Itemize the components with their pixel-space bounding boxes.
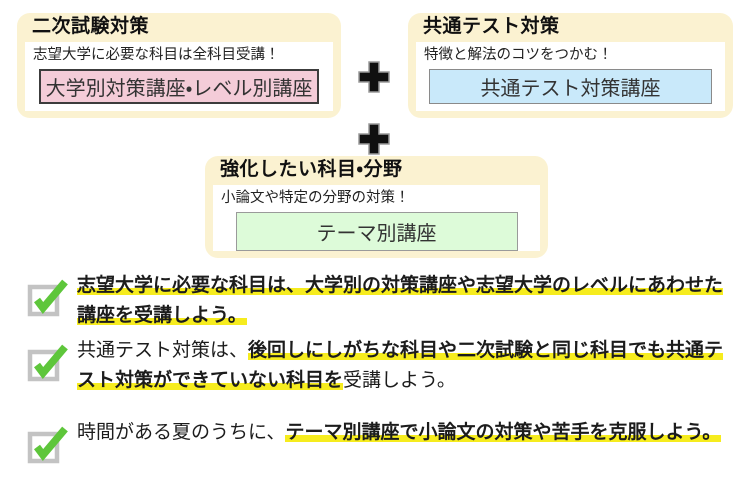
- checkbox-check-icon: [27, 426, 68, 464]
- course-box-theme-betsu: テーマ別講座: [235, 212, 518, 251]
- plus-icon: [358, 61, 390, 93]
- course-box-daigakubetsu: 大学別対策講座・レベル別講座: [39, 69, 319, 104]
- panel-subtitle: 志望大学に必要な科目は全科目受講！: [33, 47, 280, 63]
- text-plain: 時間がある夏のうちに、: [77, 422, 286, 443]
- checklist-text: 時間がある夏のうちに、テーマ別講座で小論文の対策や苦手を克服しよう。: [77, 418, 739, 448]
- panel-title: 二次試験対策: [32, 16, 150, 37]
- panel-niji-taisaku: 二次試験対策 志望大学に必要な科目は全科目受講！ 大学別対策講座・レベル別講座: [17, 13, 341, 118]
- text-plain: 受講しよう。: [343, 370, 456, 391]
- checkbox-check-icon: [27, 279, 68, 317]
- panel-subtitle: 小論文や特定の分野の対策！: [221, 190, 410, 206]
- course-box-kyotsu-test: 共通テスト対策講座: [429, 69, 712, 104]
- checklist-text: 志望大学に必要な科目は、大学別の対策講座や志望大学のレベルにあわせた講座を受講し…: [77, 271, 739, 331]
- checkbox-check-icon: [27, 344, 68, 382]
- panel-subtitle: 特徴と解法のコツをつかむ！: [424, 47, 613, 63]
- checklist-item: 志望大学に必要な科目は、大学別の対策講座や志望大学のレベルにあわせた講座を受講し…: [26, 271, 742, 331]
- plus-icon: [358, 123, 390, 155]
- checklist-item: 共通テスト対策は、後回しにしがちな科目や二次試験と同じ科目でも共通テスト対策がで…: [26, 336, 742, 396]
- checklist-item: 時間がある夏のうちに、テーマ別講座で小論文の対策や苦手を克服しよう。: [26, 418, 742, 466]
- panel-inner: 小論文や特定の分野の対策！ テーマ別講座: [213, 185, 540, 251]
- text-plain: 共通テスト対策は、: [77, 340, 249, 361]
- text-highlighted: テーマ別講座で小論文の対策や苦手を克服しよう。: [285, 422, 722, 443]
- panel-kyoka-kamoku: 強化したい科目・分野 小論文や特定の分野の対策！ テーマ別講座: [205, 156, 548, 258]
- checklist-text: 共通テスト対策は、後回しにしがちな科目や二次試験と同じ科目でも共通テスト対策がで…: [77, 336, 739, 396]
- panel-kyotsu-test: 共通テスト対策 特徴と解法のコツをつかむ！ 共通テスト対策講座: [408, 13, 733, 118]
- panel-inner: 特徴と解法のコツをつかむ！ 共通テスト対策講座: [416, 42, 725, 111]
- panel-title: 強化したい科目・分野: [220, 159, 403, 180]
- panel-inner: 志望大学に必要な科目は全科目受講！ 大学別対策講座・レベル別講座: [25, 42, 333, 111]
- text-highlighted: 志望大学に必要な科目は、大学別の対策講座や志望大学のレベルにあわせた講座を受講し…: [77, 275, 724, 326]
- panel-title: 共通テスト対策: [423, 16, 560, 37]
